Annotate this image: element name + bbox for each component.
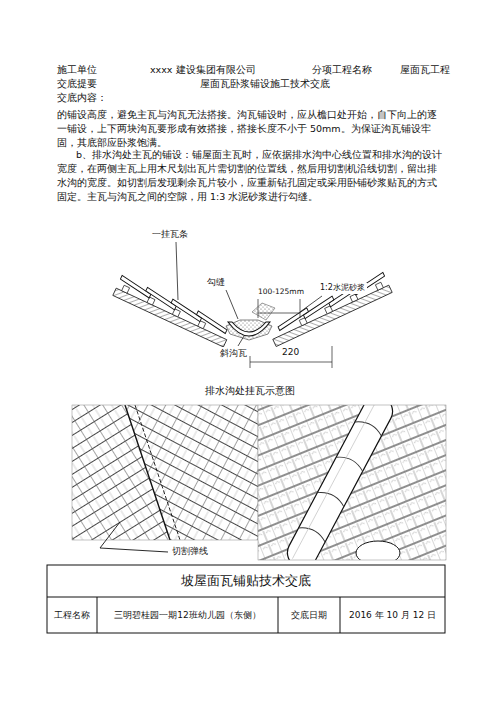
roof-tile <box>169 299 204 322</box>
body-text: 的铺设高度，避免主瓦与沟瓦无法搭接。沟瓦铺设时，应从檐口处开始，自下向上的逐一铺… <box>57 108 445 150</box>
part-label: 切割弹线 <box>170 545 210 557</box>
roof-tile <box>276 308 311 331</box>
dimension: 220 <box>280 346 301 358</box>
table-title: 坡屋面瓦铺贴技术交底 <box>47 572 445 590</box>
table-cell: 屋面瓦卧浆铺设施工技术交底 <box>200 78 330 91</box>
batten <box>122 285 130 293</box>
table-cell: 交底内容： <box>57 92 107 105</box>
roof-tile <box>118 275 153 298</box>
part-label: 1:2水泥砂浆 <box>318 283 367 294</box>
table-cell: 施工单位 <box>57 64 97 77</box>
part-label: 斜沟瓦 <box>218 347 249 359</box>
table-cell: 交底提要 <box>57 78 97 91</box>
batten <box>375 282 383 290</box>
batten <box>350 294 358 302</box>
batten <box>172 309 180 317</box>
roof-tile <box>144 287 179 310</box>
figure-caption: 排水沟处挂瓦示意图 <box>205 384 295 398</box>
dimension: 100-125mm <box>256 287 306 297</box>
batten <box>198 321 206 329</box>
roof-tile <box>194 311 229 334</box>
part-label: 一挂瓦条 <box>150 228 190 240</box>
table-cell: xxxx 建设集团有限公司 <box>150 64 256 77</box>
batten <box>299 318 307 326</box>
table-cell: 分项工程名称 <box>312 64 372 77</box>
table-cell: 三明碧桂园一期12班幼儿园（东侧） <box>97 609 278 621</box>
part-label: 勾缝 <box>205 277 227 288</box>
batten <box>147 297 155 305</box>
table-cell: 2016 年 10 月 12 日 <box>340 609 445 621</box>
batten <box>325 306 333 314</box>
table-cell: 工程名称 <box>47 609 97 621</box>
table-cell: 交底日期 <box>278 609 340 621</box>
body-text: b、排水沟处主瓦的铺设：铺屋面主瓦时，应依据排水沟中心线位置和排水沟的设计宽度，… <box>57 148 445 204</box>
table-cell: 屋面瓦工程 <box>400 64 450 77</box>
